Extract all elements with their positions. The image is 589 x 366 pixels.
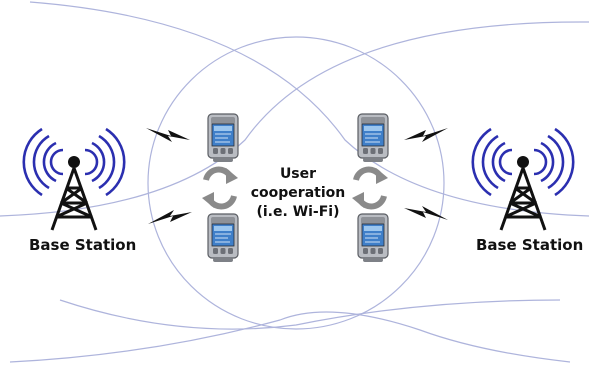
cooperation-label-line-3: (i.e. Wi-Fi) — [256, 204, 340, 220]
signal-waves-icon — [471, 127, 575, 197]
pda-phone-icon — [207, 113, 239, 163]
lightning-bolt-icon — [404, 128, 448, 142]
circular-arrows-icon — [352, 168, 388, 208]
lightning-bolt-icon — [146, 128, 190, 142]
pda-phone-icon — [207, 213, 239, 263]
coverage-curve-upper-left — [29, 1, 589, 217]
coverage-curve-lower — [9, 311, 571, 363]
coverage-curve-upper-right — [0, 21, 589, 217]
antenna-tower-icon — [499, 156, 547, 231]
signal-waves-icon — [22, 127, 126, 197]
circular-arrows-icon — [202, 168, 238, 208]
antenna-tower-icon — [50, 156, 98, 231]
base-station-right — [471, 127, 575, 231]
base-station-left — [22, 127, 126, 231]
pda-phone-icon — [357, 213, 389, 263]
cooperation-label-line-1: User — [279, 166, 317, 182]
cooperation-label-line-2: cooperation — [250, 185, 346, 201]
base-station-left-label: Base Station — [29, 236, 137, 254]
coverage-curve-lower-2 — [59, 299, 561, 330]
pda-phone-icon — [357, 113, 389, 163]
coverage-ellipse — [147, 36, 445, 330]
lightning-bolt-icon — [148, 210, 192, 224]
cooperation-label: User cooperation (i.e. Wi-Fi) — [245, 165, 351, 222]
base-station-right-label: Base Station — [476, 236, 584, 254]
